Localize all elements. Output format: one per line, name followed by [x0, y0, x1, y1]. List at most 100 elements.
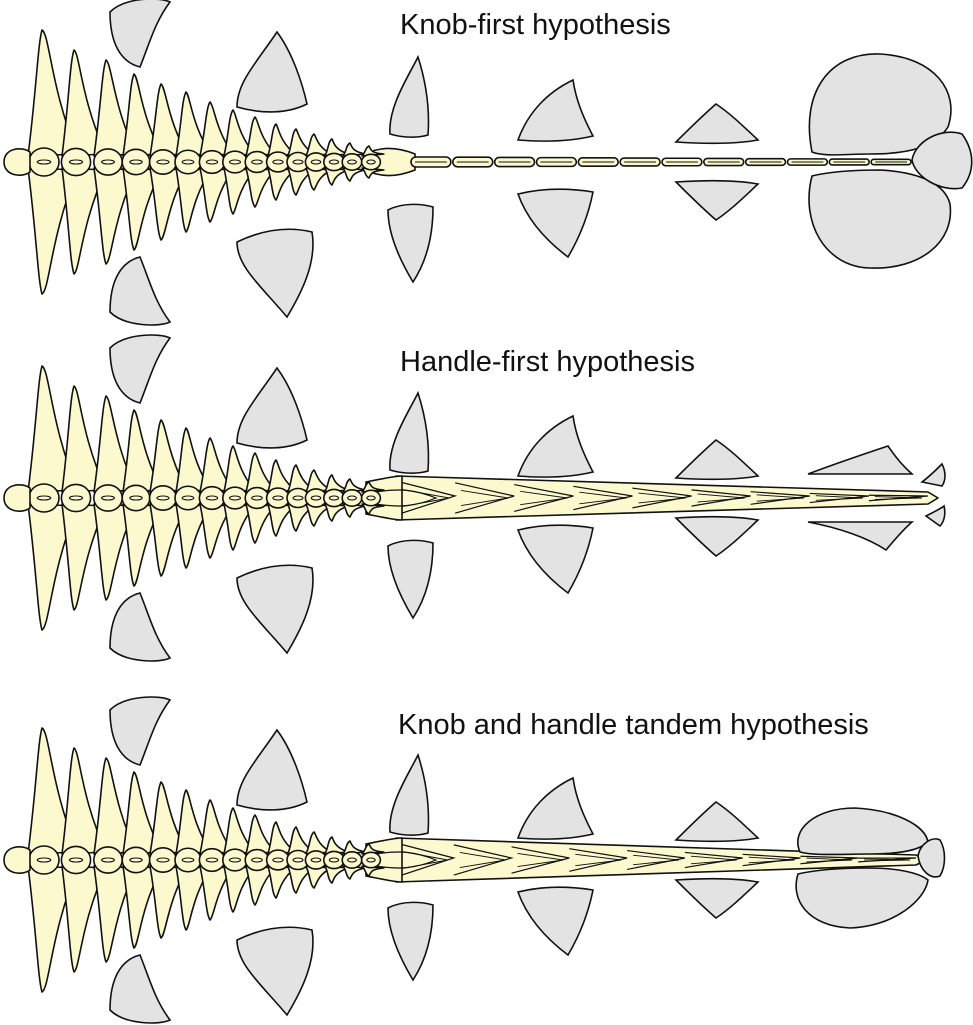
transverse-process-lower: [305, 167, 332, 191]
osteoderm-upper: [389, 390, 430, 474]
neural-canal: [36, 495, 52, 501]
anterior-vertebra: [3, 148, 31, 176]
vertebral-centrum: [265, 487, 291, 509]
neural-canal: [205, 159, 219, 165]
neural-canal: [68, 857, 84, 863]
osteoderm-upper: [236, 728, 308, 811]
transverse-process-upper: [361, 481, 385, 493]
transverse-process-lower: [324, 503, 349, 522]
panel-handle: [3, 334, 946, 662]
osteoderm-upper: [807, 445, 915, 475]
transverse-process-upper: [305, 469, 332, 493]
osteoderm-lower: [109, 592, 172, 662]
vertebral-centrum: [360, 489, 382, 507]
osteoderm-upper: [389, 54, 430, 138]
vertebral-centrum: [222, 150, 249, 174]
handle-chevron-inner: [748, 856, 795, 864]
osteoderm-lower: [236, 228, 314, 319]
anterior-vertebra: [3, 846, 31, 874]
transverse-process-lower: [361, 503, 385, 515]
neural-canal: [129, 159, 143, 165]
osteoderm-lower: [807, 521, 915, 552]
handle-base-line: [375, 851, 438, 869]
vertebral-centrum: [28, 147, 60, 177]
vertebral-centrum: [148, 846, 178, 873]
handle-chevron: [632, 487, 692, 509]
transverse-process-lower: [61, 865, 107, 973]
handle-chevron-inner: [520, 490, 568, 506]
transverse-process-upper: [61, 49, 107, 157]
neural-canal: [366, 495, 376, 501]
osteoderm-lower: [674, 515, 760, 558]
osteoderm-upper: [109, 696, 172, 766]
handle-chevron: [742, 853, 801, 867]
neural-canal: [205, 857, 219, 863]
vertebral-centrum: [198, 149, 226, 175]
osteoderm-lower: [387, 901, 434, 982]
transverse-process-lower: [175, 503, 212, 569]
neural-canal: [129, 495, 143, 501]
neural-canal: [36, 857, 52, 863]
transverse-process-lower: [342, 865, 367, 880]
transverse-process-upper: [287, 826, 315, 855]
anterior-vertebra: [3, 484, 31, 512]
handle-chevron-inner: [756, 494, 804, 502]
osteoderm-upper: [109, 334, 172, 404]
transverse-process-lower: [223, 167, 256, 215]
transverse-process-lower: [199, 865, 234, 921]
vertebral-centrum: [265, 849, 291, 871]
vertebral-centrum: [60, 147, 92, 177]
vertebral-centrum: [121, 484, 151, 512]
handle-chevron: [569, 848, 628, 872]
neural-canal: [292, 495, 304, 501]
transverse-process-lower: [149, 503, 188, 577]
handle-chevron: [684, 851, 743, 869]
transverse-process-upper: [324, 138, 349, 157]
handle-chevron-inner: [575, 853, 622, 867]
panel-title-knob-first: Knob-first hypothesis: [400, 9, 671, 41]
osteoderm-lower: [516, 524, 594, 595]
neural-canal: [36, 159, 52, 165]
neural-canal: [366, 857, 376, 863]
transverse-process-lower: [267, 503, 296, 537]
terminal-osteoderm-upper: [920, 462, 946, 487]
tail-vertebra: [369, 147, 416, 177]
transverse-process-lower: [305, 503, 332, 527]
neural-canal: [101, 495, 115, 501]
transverse-process-lower: [223, 503, 256, 551]
vertebral-centrum: [121, 148, 151, 176]
handle-chevron: [514, 483, 574, 513]
transverse-process-upper: [287, 464, 315, 493]
vertebral-centrum: [93, 148, 124, 176]
transverse-process-lower: [245, 865, 276, 906]
vertebral-centrum: [174, 485, 202, 511]
osteoderm-upper: [236, 30, 308, 113]
handle-chevron-inner: [864, 858, 911, 862]
handle-chevron-inner: [697, 493, 745, 503]
transverse-process-upper: [122, 409, 163, 493]
transverse-process-upper: [245, 452, 276, 493]
handle-chevron: [453, 844, 514, 876]
transverse-process-upper: [175, 427, 212, 493]
neural-canal: [366, 159, 376, 165]
panel-tandem: [3, 696, 946, 1024]
handle-base-line: [375, 489, 438, 507]
transverse-process-lower: [361, 865, 385, 877]
transverse-process-upper: [324, 474, 349, 493]
handle-chevron: [573, 485, 633, 511]
osteoderm-upper: [516, 776, 595, 840]
transverse-process-lower: [361, 167, 385, 179]
osteoderm-upper: [674, 800, 760, 843]
tail-club-knob-lower: [795, 867, 929, 929]
handle-chevron: [750, 491, 810, 505]
transverse-process-lower: [245, 167, 276, 208]
neural-canal: [310, 495, 322, 501]
vertebral-centrum: [265, 151, 291, 173]
transverse-process-upper: [61, 747, 107, 855]
handle-chevron: [454, 482, 515, 514]
transverse-process-lower: [122, 167, 163, 251]
transverse-process-upper: [361, 145, 385, 157]
transverse-process-upper: [61, 385, 107, 493]
panel-title-tandem: Knob and handle tandem hypothesis: [398, 709, 869, 741]
